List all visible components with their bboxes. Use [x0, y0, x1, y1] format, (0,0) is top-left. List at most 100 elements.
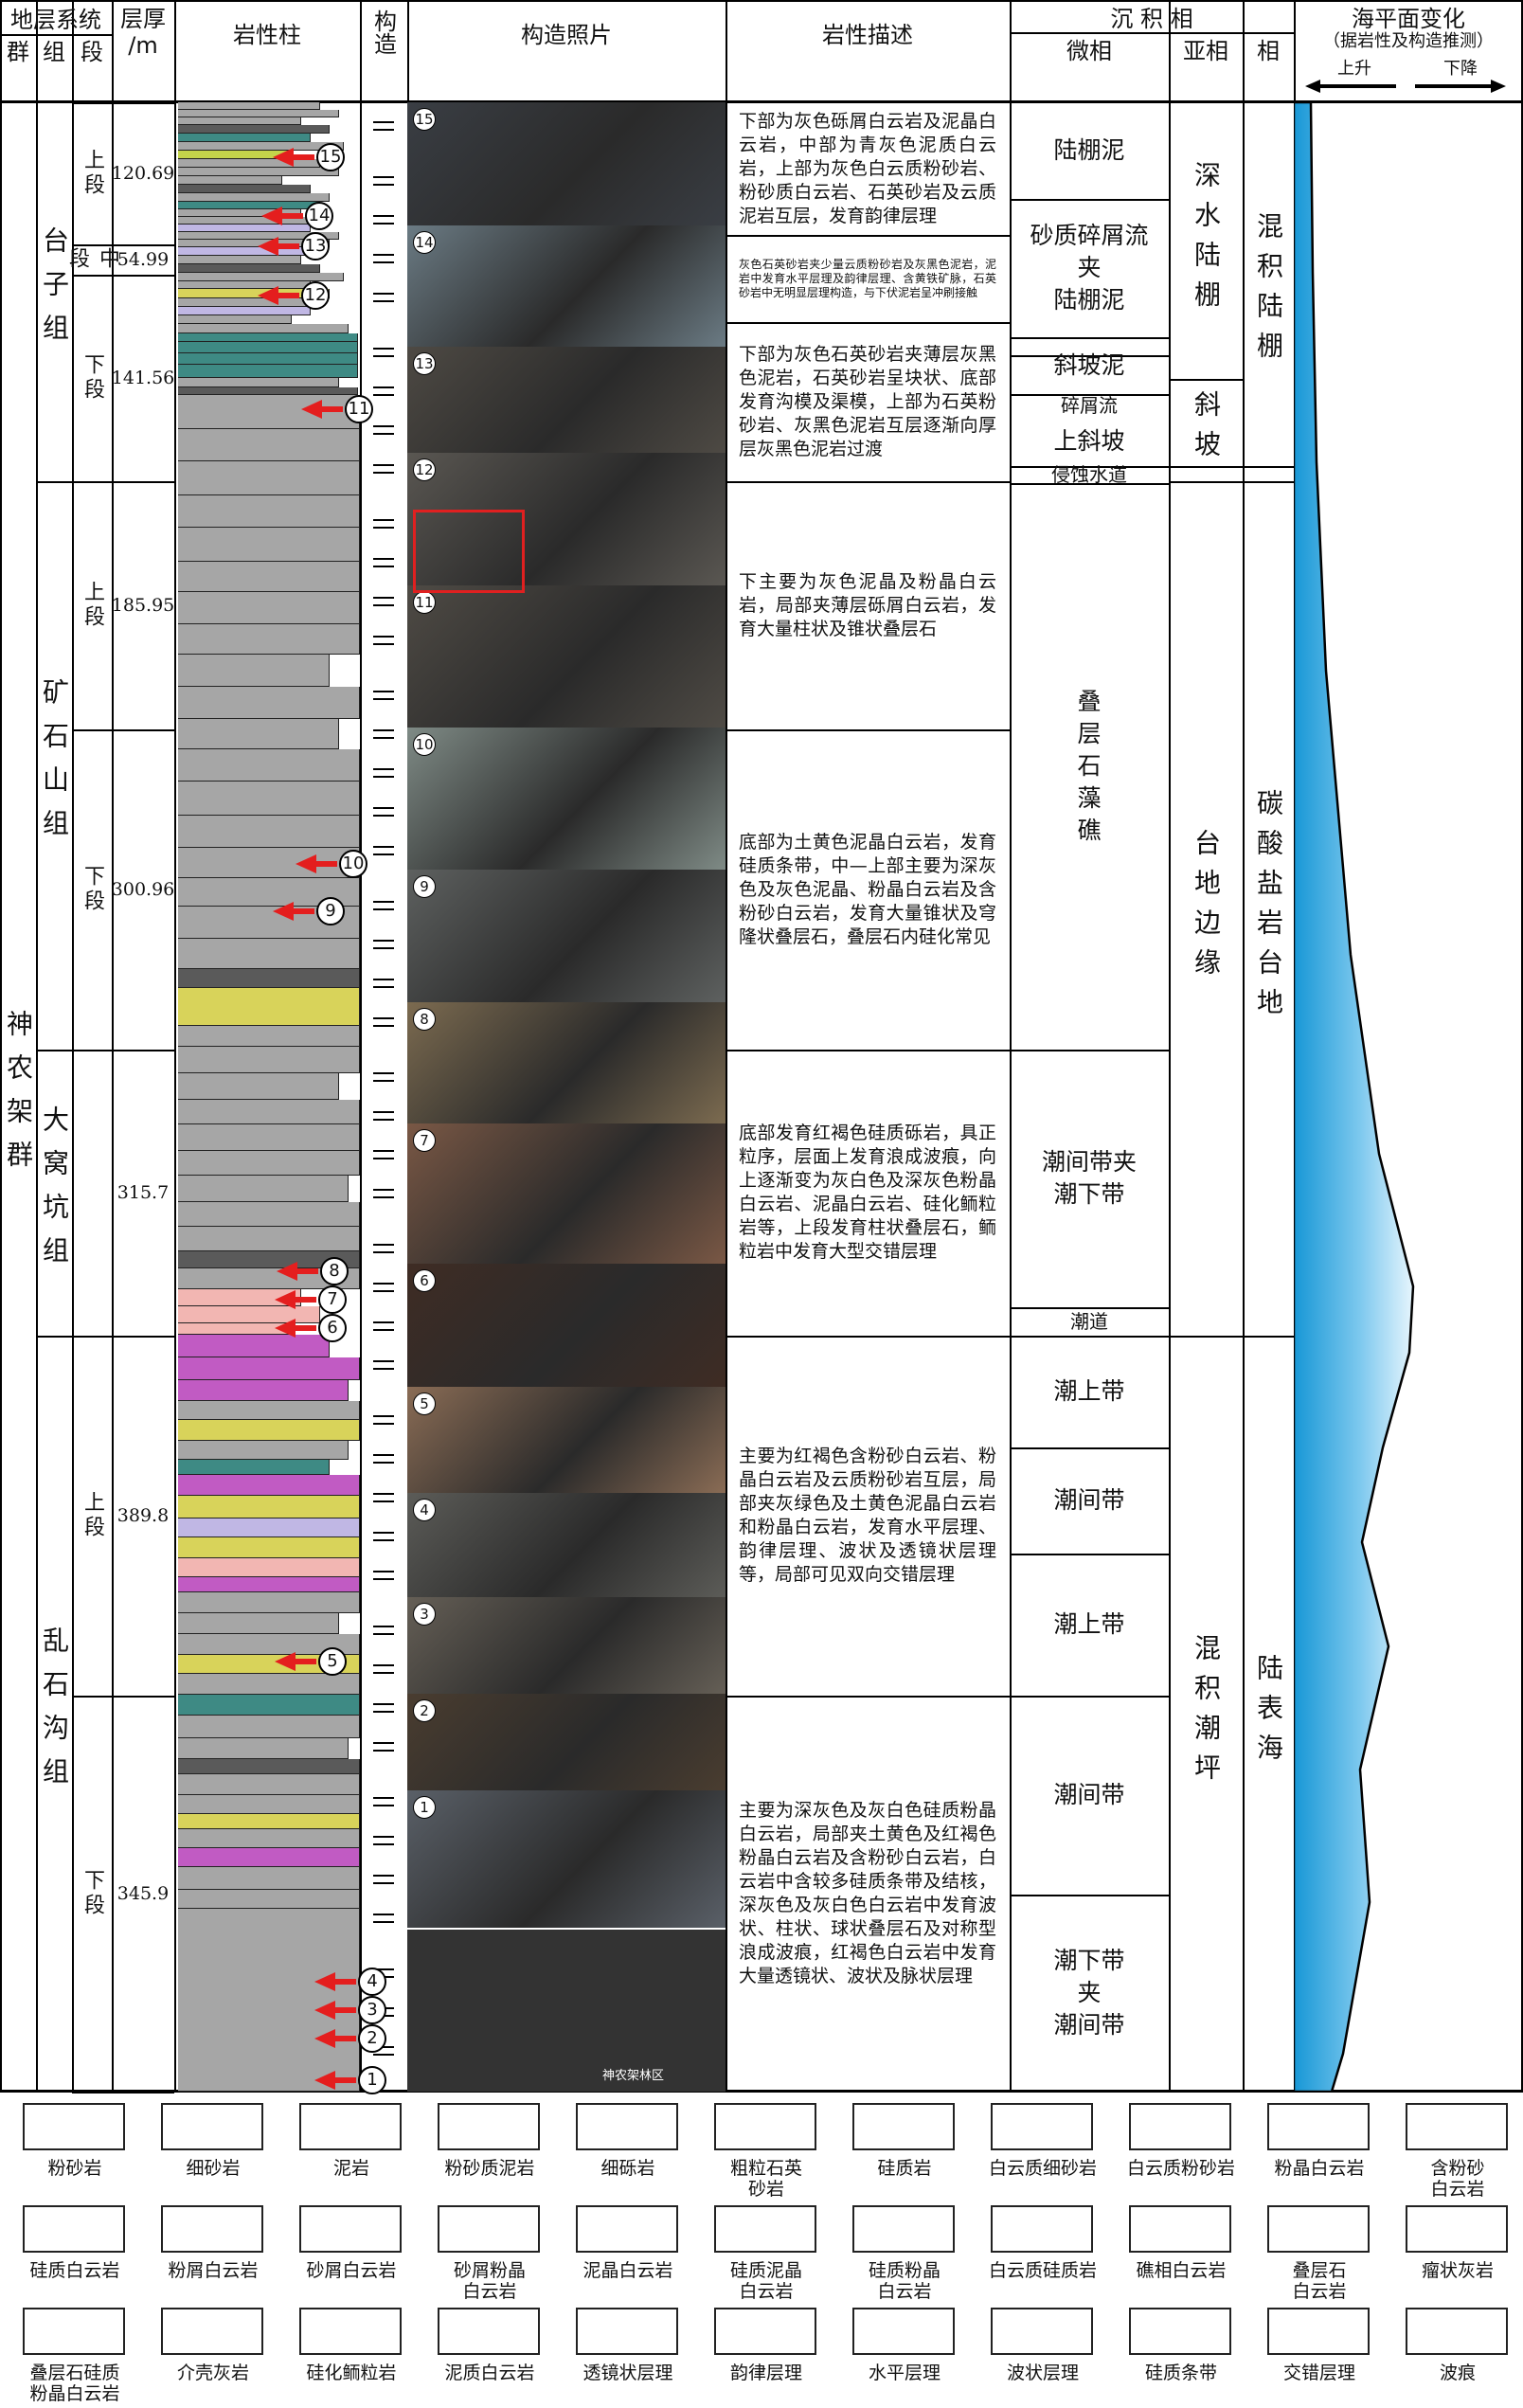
- structure-glyph: [373, 386, 394, 396]
- legend-symbol: [576, 2205, 678, 2253]
- legend-item: 硅质岩: [833, 2103, 976, 2201]
- sample-arrow: [258, 237, 278, 256]
- legend-symbol: [1129, 2205, 1231, 2253]
- legend-label: 硅质白云岩: [29, 2260, 120, 2281]
- outcrop-photo: 7: [407, 1123, 726, 1266]
- sample-arrow-tail: [292, 908, 314, 914]
- lithology-bed: [178, 624, 360, 655]
- grid-line: [174, 0, 176, 2092]
- sample-arrow: [314, 1972, 335, 1991]
- legend-label: 砂屑白云岩: [306, 2260, 397, 2281]
- structure-glyph: [373, 1493, 394, 1502]
- lithology-bed: [178, 562, 360, 592]
- legend-item: 介壳灰岩: [142, 2308, 284, 2406]
- sample-arrow-tail: [333, 1979, 356, 1985]
- lithology-bed: [178, 1716, 360, 1738]
- legend-symbol: [991, 2308, 1093, 2355]
- legend-symbol: [299, 2308, 402, 2355]
- lithology-bed: [178, 1674, 360, 1695]
- legend-symbol: [852, 2205, 955, 2253]
- lithology-bed: [178, 315, 292, 324]
- sea-level-area: [1294, 102, 1415, 2092]
- legend-label: 波状层理: [1006, 2363, 1079, 2383]
- sample-arrow: [273, 902, 294, 921]
- lithology-bed: [178, 528, 360, 562]
- microfacies-cell: 碎屑流: [1061, 394, 1118, 417]
- photo-number: 12: [413, 458, 436, 481]
- lithology-bed: [178, 1613, 339, 1634]
- lithology-bed: [178, 1401, 360, 1420]
- grid-line: [1169, 481, 1243, 483]
- legend-item: 硅质粉晶 白云岩: [833, 2205, 976, 2304]
- legend-symbol: [576, 2308, 678, 2355]
- legend-symbol: [1267, 2308, 1370, 2355]
- lithology-bed: [178, 110, 339, 117]
- lithology-bed: [178, 1420, 360, 1441]
- subfacies-cell: 斜坡: [1191, 390, 1222, 470]
- sample-marker: 9: [316, 897, 345, 925]
- legend-label: 砂屑粉晶 白云岩: [453, 2260, 526, 2302]
- photo-12-inset-frame: [413, 510, 525, 593]
- sample-arrow-tail: [277, 243, 299, 249]
- structure-glyph: [373, 691, 394, 700]
- structure-glyph: [373, 558, 394, 567]
- lithology-bed: [178, 176, 282, 185]
- grid-line: [726, 0, 727, 2092]
- grid-line: [1243, 0, 1245, 2092]
- header-lithology: 岩性柱: [233, 21, 301, 48]
- structure-glyph: [373, 215, 394, 225]
- legend-symbol: [299, 2205, 402, 2253]
- microfacies-cell: 潮道: [1070, 1310, 1108, 1333]
- legend-item: 泥岩: [280, 2103, 422, 2201]
- legend-symbol: [1129, 2103, 1231, 2150]
- structure-glyph: [373, 846, 394, 855]
- lithology-bed: [178, 592, 360, 624]
- header-subfacies: 亚相: [1183, 37, 1228, 64]
- lithology-bed: [178, 117, 301, 125]
- sample-arrow-tail: [294, 1659, 316, 1664]
- lithology-bed: [178, 1867, 360, 1890]
- sample-marker: 10: [339, 850, 367, 878]
- legend-item: 白云质细砂岩: [972, 2103, 1114, 2201]
- member-thickness: 315.7: [116, 1182, 170, 1203]
- grid-line: [72, 0, 74, 2092]
- grid-line: [1010, 1050, 1169, 1051]
- microfacies-cell: 潮间带: [1053, 1486, 1125, 1514]
- structure-glyph: [373, 940, 394, 949]
- legend-label: 泥岩: [332, 2158, 369, 2179]
- legend-label: 含粉砂 白云岩: [1430, 2158, 1485, 2200]
- lithology-bed: [178, 1073, 339, 1100]
- lithology-bed: [178, 298, 320, 307]
- lithology-bed: [178, 353, 358, 365]
- legend-item: 叠层石硅质 粉晶白云岩: [4, 2308, 146, 2406]
- lithology-bed: [178, 687, 360, 719]
- legend-label: 白云质粉砂岩: [1126, 2158, 1235, 2179]
- lithology-bed: [178, 429, 360, 461]
- member-label: 下段: [81, 1869, 104, 1918]
- legend-item: 细砾岩: [557, 2103, 699, 2201]
- lithology-bed: [178, 1537, 360, 1558]
- sample-arrow-tail: [294, 1297, 316, 1303]
- outcrop-photo: 3: [407, 1597, 726, 1696]
- lithology-bed: [178, 1759, 360, 1774]
- legend-label: 硅质岩: [877, 2158, 932, 2179]
- lithology-bed: [178, 1829, 360, 1848]
- lithology-bed: [178, 273, 344, 281]
- sample-arrow: [314, 2071, 335, 2090]
- description-text: 底部为土黄色泥晶白云岩，发育硅质条带，中—上部主要为深灰色及灰色泥晶、粉晶白云岩…: [739, 831, 996, 947]
- rise-label: 上升: [1337, 59, 1371, 79]
- formation-taizi: 台子组: [39, 226, 70, 357]
- lithology-bed: [178, 1795, 360, 1814]
- legend-item: 硅质泥晶 白云岩: [695, 2205, 837, 2304]
- structure-glyph: [373, 1532, 394, 1541]
- subfacies-cell: 深水陆棚: [1191, 161, 1222, 320]
- lithology-bed: [178, 1475, 360, 1496]
- microfacies-cell: 潮下带 夹 潮间带: [1053, 1947, 1125, 2039]
- lithology-bed: [178, 749, 360, 782]
- header-description: 岩性描述: [822, 21, 913, 48]
- structure-glyph: [373, 1283, 394, 1292]
- legend-symbol: [991, 2205, 1093, 2253]
- lithology-bed: [178, 193, 330, 202]
- header-facies-col: 相: [1257, 37, 1280, 64]
